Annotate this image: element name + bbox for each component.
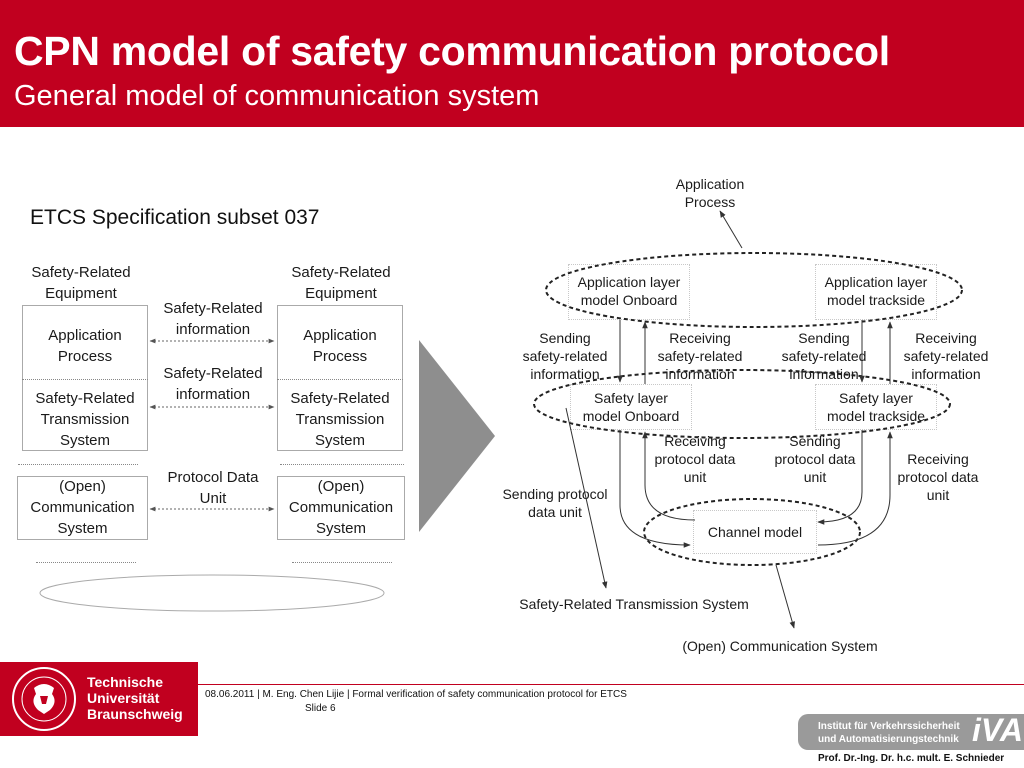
communication-system-right: (Open) Communication System [288, 478, 394, 537]
transmission-system-right: Safety-Related Transmission System [290, 390, 390, 449]
safety-layer-onboard-box [570, 384, 692, 430]
university-seal-icon [12, 667, 76, 731]
left-separator-bottom [36, 562, 136, 563]
institute-name: Institut für Verkehrssicherheit und Auto… [818, 721, 960, 745]
sending-pdu-left: Sending protocol data unit [502, 486, 608, 520]
chevron-arrow-icon [419, 340, 495, 532]
left-separator-top [18, 464, 138, 465]
communication-box-left [17, 476, 148, 540]
sending-pdu-right: Sending protocol data unit [774, 433, 856, 485]
transmission-system-left: Safety-Related Transmission System [35, 390, 135, 449]
channel-ellipse [643, 498, 861, 566]
institute-logo-block [798, 714, 1024, 750]
equipment-label-right: Safety-Related Equipment [291, 264, 391, 302]
srts-label: Safety-Related Transmission System [519, 596, 749, 612]
receiving-pdu-right: Receiving protocol data unit [897, 451, 979, 503]
safety-info-label-1: Safety-Related information [163, 300, 263, 338]
recv-pdu-left-arrow [642, 431, 696, 521]
safety-layer-onboard: Safety layer model Onboard [582, 390, 680, 424]
professor-name: Prof. Dr.-Ing. Dr. h.c. mult. E. Schnied… [818, 753, 1005, 764]
university-name: Technische Universität Braunschweig [87, 674, 183, 722]
safety-info-label-2: Safety-Related information [163, 365, 263, 403]
app-layer-onboard-box [568, 264, 690, 320]
application-process-left: Application Process [48, 327, 122, 365]
app-layer-ellipse [545, 252, 963, 328]
receiving-info-right: Receiving safety-related information [903, 330, 989, 382]
title-bar: CPN model of safety communication protoc… [0, 0, 1024, 127]
ocs-label: (Open) Communication System [682, 638, 878, 654]
slide-subtitle: General model of communication system [14, 80, 540, 112]
network-ellipse [39, 574, 385, 612]
send-pdu-right-arrow [817, 430, 863, 525]
right-separator-top [280, 464, 404, 465]
send-pdu-left-arrow [619, 430, 691, 548]
safety-layer-trackside: Safety layer model trackside [826, 390, 926, 424]
university-logo-block [0, 662, 198, 736]
footer-info: 08.06.2011 | M. Eng. Chen Lijie | Formal… [205, 689, 627, 700]
communication-system-left: (Open) Communication System [30, 478, 135, 537]
channel-model-box [693, 510, 817, 554]
receiving-pdu-left: Receiving protocol data unit [654, 433, 736, 485]
ocs-pointer [775, 564, 795, 629]
spec-title: ETCS Specification subset 037 [30, 206, 320, 229]
left-equipment-stack [22, 305, 148, 451]
sending-info-right: Sending safety-related information [781, 330, 867, 382]
safety-layer-ellipse [533, 369, 951, 439]
application-process-top: Application Process [675, 176, 745, 210]
footer-rule [198, 684, 1024, 685]
right-separator-bottom [292, 562, 392, 563]
safety-layer-trackside-box [815, 384, 937, 430]
channel-model: Channel model [707, 524, 803, 540]
srts-pointer [565, 407, 608, 589]
right-stack-divider [277, 379, 403, 380]
app-process-arrow [719, 210, 743, 249]
iva-logo: iVA [972, 712, 1023, 748]
right-equipment-stack [277, 305, 403, 451]
slide-title: CPN model of safety communication protoc… [14, 28, 890, 74]
sending-info-left: Sending safety-related information [522, 330, 608, 382]
app-layer-trackside-box [815, 264, 937, 320]
left-stack-divider [22, 379, 148, 380]
app-layer-trackside: Application layer model trackside [824, 274, 928, 308]
equipment-label-left: Safety-Related Equipment [31, 264, 131, 302]
application-process-right: Application Process [303, 327, 377, 365]
receiving-info-left: Receiving safety-related information [657, 330, 743, 382]
communication-box-right [277, 476, 405, 540]
pdu-label: Protocol Data Unit [167, 469, 259, 507]
slide-number: Slide 6 [305, 703, 336, 714]
app-layer-onboard: Application layer model Onboard [577, 274, 681, 308]
recv-pdu-right-arrow [817, 431, 893, 546]
